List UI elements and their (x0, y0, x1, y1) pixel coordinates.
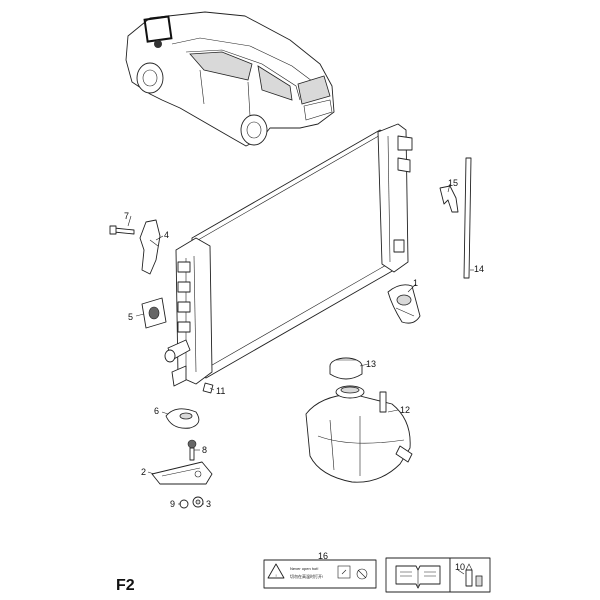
part-2-bracket (151, 461, 213, 485)
part-14-rod (463, 157, 472, 279)
svg-text:!: ! (275, 573, 276, 578)
callout-1: 1 (413, 278, 418, 288)
callout-labels: 1 2 3 4 5 6 7 8 9 10 11 12 13 14 15 16 (124, 178, 484, 572)
figure-label: F2 (116, 577, 135, 594)
callout-3: 3 (206, 499, 211, 509)
callout-12: 12 (400, 405, 410, 415)
part-12-expansion-tank (305, 385, 413, 483)
part-10-tool-box (449, 557, 491, 593)
part-7-bolt (109, 225, 135, 235)
callout-8: 8 (202, 445, 207, 455)
callout-14: 14 (474, 264, 484, 274)
callout-2: 2 (141, 467, 146, 477)
part-5-rubber (141, 297, 167, 329)
callout-7: 7 (124, 211, 129, 221)
callout-6: 6 (154, 406, 159, 416)
part-15-bracket (439, 185, 459, 213)
leader-lines (127, 183, 474, 575)
part-3-clip (192, 496, 204, 508)
book-icon (395, 565, 441, 589)
part-8-screw (187, 439, 197, 461)
wrench-bottle-icon (465, 563, 483, 587)
part-9-nut (179, 499, 189, 509)
callout-5: 5 (128, 312, 133, 322)
part-1-mount (387, 284, 421, 324)
part-4-bracket (139, 219, 161, 275)
part-6-grommet (165, 408, 200, 429)
callout-11: 11 (216, 386, 225, 396)
warning-label-line2: 切勿在高温时打开! (290, 573, 323, 579)
warning-label-line1: Never open hot! (290, 566, 318, 571)
callout-15: 15 (448, 178, 458, 188)
part-13-cap (329, 357, 363, 380)
part-11-clip (202, 382, 214, 394)
callout-4: 4 (164, 230, 169, 240)
manual-reference-box (385, 557, 451, 593)
car-illustration (125, 11, 335, 147)
car-rear-wheel (240, 114, 268, 146)
part-16-warning-label: ! Never open hot! 切勿在高温时打开! (263, 559, 377, 589)
callout-10: 10 (455, 562, 465, 572)
car-front-wheel (136, 62, 164, 94)
radiator (164, 123, 413, 387)
callout-13: 13 (366, 359, 376, 369)
callout-16: 16 (318, 551, 328, 561)
location-highlight-box (143, 15, 173, 43)
callout-9: 9 (170, 499, 175, 509)
